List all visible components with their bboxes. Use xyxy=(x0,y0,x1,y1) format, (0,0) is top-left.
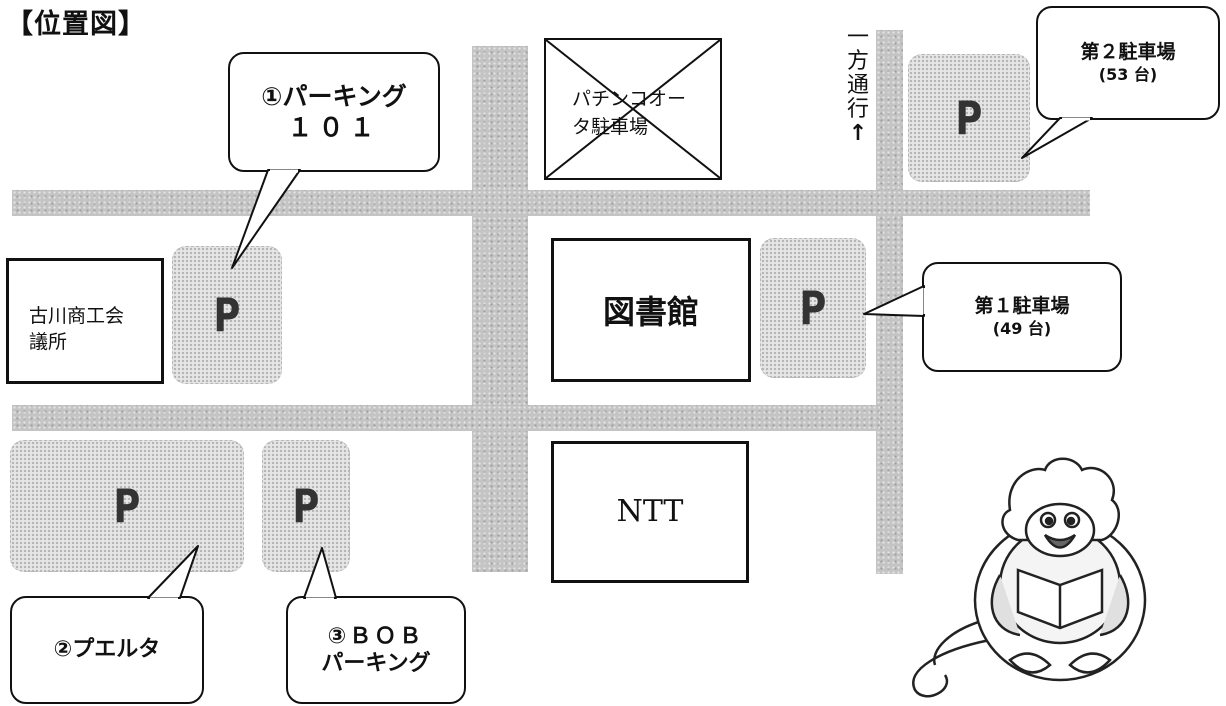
callout-puerta: ②プエルタ xyxy=(10,596,204,704)
parking-lot-puerta[interactable]: P xyxy=(10,440,244,572)
pachinko-parking-building: パチンコオー タ駐車場 xyxy=(544,38,722,180)
ntt-building[interactable]: NTT xyxy=(551,441,749,583)
parking-p-icon: P xyxy=(799,281,827,335)
road-horizontal-upper xyxy=(12,190,1090,216)
chamber-label-line2: 議所 xyxy=(29,331,68,353)
callout-lot1-line1: 第１駐車場 xyxy=(974,295,1070,318)
callout-lot2-line1: 第２駐車場 xyxy=(1080,41,1176,64)
parking-lot-1[interactable]: P xyxy=(760,238,866,378)
one-way-char-4: 行 xyxy=(846,97,869,122)
ntt-label: NTT xyxy=(616,494,684,529)
parking-p-icon: P xyxy=(292,479,320,533)
callout-parking-101: ①パーキング １０１ xyxy=(228,52,440,172)
callout-pointer xyxy=(147,545,199,599)
callout-lot1-line2: (49 台) xyxy=(992,318,1052,338)
crossed-out-mark xyxy=(546,40,720,178)
parking-p-icon: P xyxy=(113,479,141,533)
parking-lot-2[interactable]: P xyxy=(908,54,1030,182)
road-vertical-main xyxy=(472,46,528,572)
road-horizontal-lower xyxy=(12,405,880,431)
callout-parking-101-line2: １０１ xyxy=(287,113,381,142)
callout-puerta-line1: ②プエルタ xyxy=(53,637,161,663)
map-title: 【位置図】 xyxy=(6,9,146,40)
callout-bob-parking: ③ＢＯＢ パーキング xyxy=(286,596,466,704)
up-arrow-icon: ↑ xyxy=(848,121,868,146)
parking-lot-bob[interactable]: P xyxy=(262,440,350,572)
callout-parking-101-line1: ①パーキング xyxy=(261,81,407,111)
callout-lot2-line2: (53 台) xyxy=(1098,64,1158,84)
callout-pointer xyxy=(231,169,301,269)
parking-p-icon: P xyxy=(213,288,241,342)
callout-pointer xyxy=(303,547,337,599)
callout-bob-line2: パーキング xyxy=(321,651,431,676)
callout-parking-lot-1: 第１駐車場 (49 台) xyxy=(922,262,1122,372)
chamber-of-commerce-building[interactable]: 古川商工会 議所 xyxy=(6,258,164,384)
library-label: 図書館 xyxy=(602,293,699,331)
one-way-char-2: 方 xyxy=(846,49,869,74)
callout-parking-lot-2: 第２駐車場 (53 台) xyxy=(1036,6,1220,120)
one-way-char-3: 通 xyxy=(846,73,869,98)
library-building[interactable]: 図書館 xyxy=(551,238,751,382)
parking-p-icon: P xyxy=(955,91,983,145)
one-way-label: 一 方 通 行 ↑ xyxy=(843,26,873,146)
callout-bob-line1: ③ＢＯＢ xyxy=(327,623,425,649)
chamber-label-line1: 古川商工会 xyxy=(29,305,125,327)
parking-lot-101[interactable]: P xyxy=(172,246,282,384)
pachinko-label-line2: タ駐車場 xyxy=(572,116,649,138)
pachinko-label-line1: パチンコオー xyxy=(572,88,687,110)
callout-pointer xyxy=(863,285,925,317)
one-way-char-1: 一 xyxy=(846,25,869,50)
callout-pointer xyxy=(1021,117,1093,159)
mascot-character-icon xyxy=(912,457,1147,698)
